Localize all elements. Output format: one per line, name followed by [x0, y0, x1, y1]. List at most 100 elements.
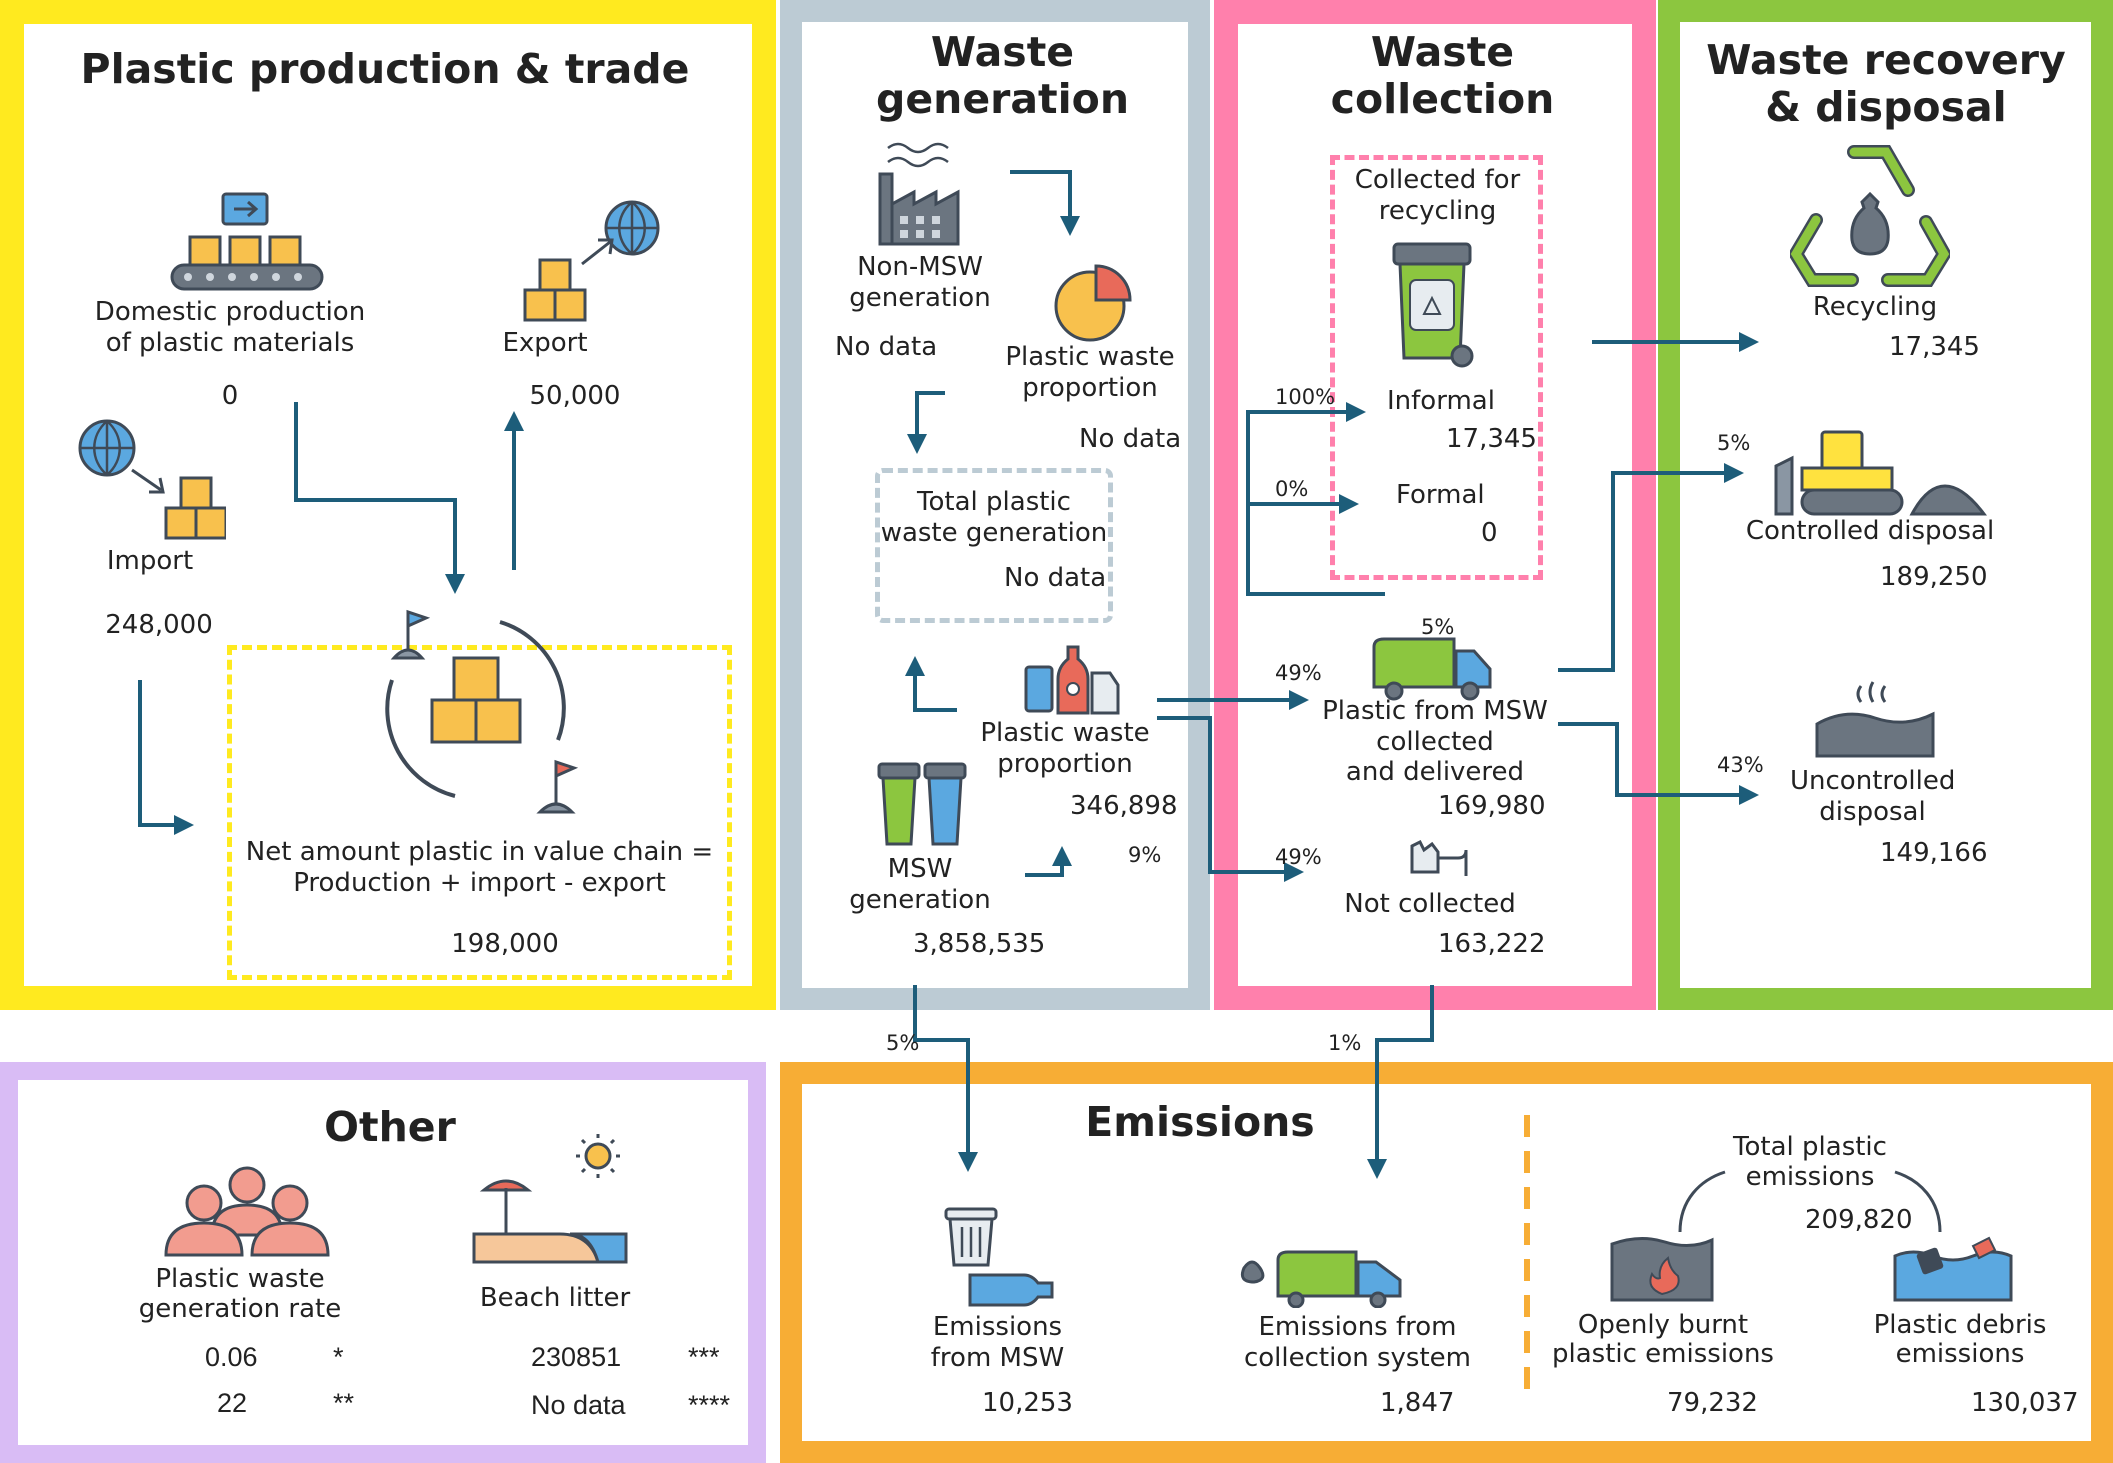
collection-emissions-value: 1,847	[1380, 1388, 1455, 1418]
uncontrolled-pct: 43%	[1717, 753, 1764, 777]
collected-label-3: and delivered	[1345, 757, 1525, 787]
msw-value: 3,858,535	[913, 929, 1046, 959]
msw-label-2: generation	[849, 885, 991, 915]
msw-emissions-label-2: from MSW	[930, 1343, 1065, 1373]
panel-waste-generation	[780, 0, 1210, 1010]
beach-umbrella-icon	[472, 1134, 628, 1264]
collected-label-1: Plastic from MSW	[1322, 696, 1548, 726]
truck-bag-icon	[1240, 1250, 1402, 1308]
garbage-truck-icon	[1372, 637, 1492, 701]
recycling-box-label-2: recycling	[1378, 196, 1497, 226]
formal-pct: 0%	[1275, 477, 1309, 501]
beach-note-1: ***	[688, 1342, 720, 1372]
panel-emissions	[780, 1062, 2113, 1463]
total-emissions-value: 209,820	[1805, 1205, 1913, 1235]
import-value: 248,000	[105, 610, 213, 640]
export-globe-icon	[523, 200, 660, 322]
formal-value: 0	[1481, 518, 1498, 548]
domestic-value: 0	[221, 381, 239, 411]
controlled-label: Controlled disposal	[1745, 516, 1995, 546]
total-emissions-label-2: emissions	[1745, 1162, 1875, 1192]
net-value: 198,000	[451, 929, 559, 959]
rate-note-2: **	[333, 1388, 355, 1418]
collected-pct-top: 5%	[1421, 615, 1455, 639]
collected-value: 169,980	[1438, 791, 1546, 821]
recycling-bin-icon	[1392, 242, 1474, 368]
controlled-value: 189,250	[1880, 562, 1988, 592]
pwp-bottom-label-2: proportion	[997, 749, 1133, 779]
not-collected-value: 163,222	[1438, 929, 1546, 959]
arrow-notcollected-to-emissions	[1367, 985, 1434, 1179]
import-globe-icon	[78, 419, 226, 540]
not-collected-label: Not collected	[1344, 889, 1516, 919]
pie-chart-icon	[1054, 264, 1132, 342]
panel-other	[0, 1062, 766, 1463]
arrow-proportion-up	[905, 656, 957, 712]
beach-value-2: No data	[531, 1390, 626, 1420]
beach-label: Beach litter	[479, 1283, 631, 1313]
non-msw-value: No data	[835, 332, 938, 362]
arrow-to-not-collected	[1157, 716, 1304, 882]
debris-label-2: emissions	[1895, 1339, 2025, 1369]
collected-recycling-dashed-box	[1330, 155, 1543, 580]
arrow-import-to-net	[138, 680, 194, 835]
collected-pct-left: 49%	[1275, 661, 1322, 685]
debris-label-1: Plastic debris	[1873, 1310, 2047, 1340]
recovery-title-2: & disposal	[1765, 83, 2007, 131]
import-label: Import	[106, 546, 194, 576]
production-title: Plastic production & trade	[80, 45, 690, 93]
landfill-smoke-icon	[1815, 681, 1935, 758]
burning-waste-icon	[1610, 1237, 1714, 1302]
pwp-top-value: No data	[1079, 424, 1182, 454]
factory-icon	[878, 142, 960, 246]
pwp-bottom-pct: 9%	[1128, 843, 1162, 867]
rate-value-2: 22	[217, 1388, 248, 1418]
collection-emissions-pct: 1%	[1328, 1031, 1362, 1055]
value-chain-cycle-icon	[385, 609, 579, 814]
collection-title-1: Waste	[1370, 28, 1515, 76]
informal-label: Informal	[1387, 386, 1495, 416]
trash-bottle-icon	[944, 1207, 1054, 1307]
burnt-value: 79,232	[1667, 1388, 1758, 1418]
total-plastic-value: No data	[1004, 563, 1107, 593]
rate-label-1: Plastic waste	[155, 1264, 325, 1294]
informal-value: 17,345	[1446, 424, 1537, 454]
uncontrolled-label-1: Uncontrolled	[1790, 766, 1956, 796]
recycling-symbol-icon	[1790, 145, 1950, 287]
non-msw-label-1: Non-MSW	[857, 252, 983, 282]
total-plastic-label-1: Total plastic	[917, 487, 1071, 517]
arrow-nonmsw-to-proportion	[1010, 170, 1080, 236]
people-group-icon	[164, 1166, 330, 1257]
other-title: Other	[324, 1103, 456, 1151]
bulldozer-icon	[1774, 430, 1987, 516]
waste-bins-icon	[877, 762, 967, 846]
non-msw-label-2: generation	[849, 283, 991, 313]
msw-emissions-pct: 5%	[886, 1031, 920, 1055]
ocean-debris-icon	[1893, 1236, 2013, 1302]
burnt-label-2: plastic emissions	[1552, 1339, 1774, 1369]
pwp-top-label-2: proportion	[1022, 373, 1158, 403]
export-label: Export	[502, 328, 588, 358]
burnt-label-1: Openly burnt	[1577, 1310, 1749, 1340]
arrow-msw-to-emissions	[913, 985, 978, 1172]
msw-label-1: MSW	[887, 854, 953, 884]
arrow-domestic-to-net	[294, 402, 465, 594]
domestic-label-2: of plastic materials	[105, 328, 355, 358]
total-plastic-dashed-box	[875, 468, 1113, 623]
debris-value: 130,037	[1971, 1388, 2079, 1418]
export-value: 50,000	[529, 381, 621, 411]
msw-emissions-value: 10,253	[982, 1388, 1073, 1418]
informal-pct: 100%	[1275, 385, 1336, 409]
emissions-title: Emissions	[1085, 1098, 1315, 1146]
recycling-box-label-1: Collected for	[1354, 165, 1521, 195]
uncontrolled-label-2: disposal	[1819, 797, 1926, 827]
conveyor-belt-icon	[170, 192, 324, 291]
beach-value-1: 230851	[531, 1342, 622, 1372]
total-emissions-bracket	[1678, 1170, 1942, 1233]
pwp-bottom-label-1: Plastic waste	[980, 718, 1150, 748]
recovery-title-1: Waste recovery	[1706, 36, 2066, 84]
collection-title-2: collection	[1330, 75, 1555, 123]
net-label-1: Net amount plastic in value chain =	[245, 837, 714, 867]
total-emissions-label-1: Total plastic	[1733, 1132, 1887, 1162]
